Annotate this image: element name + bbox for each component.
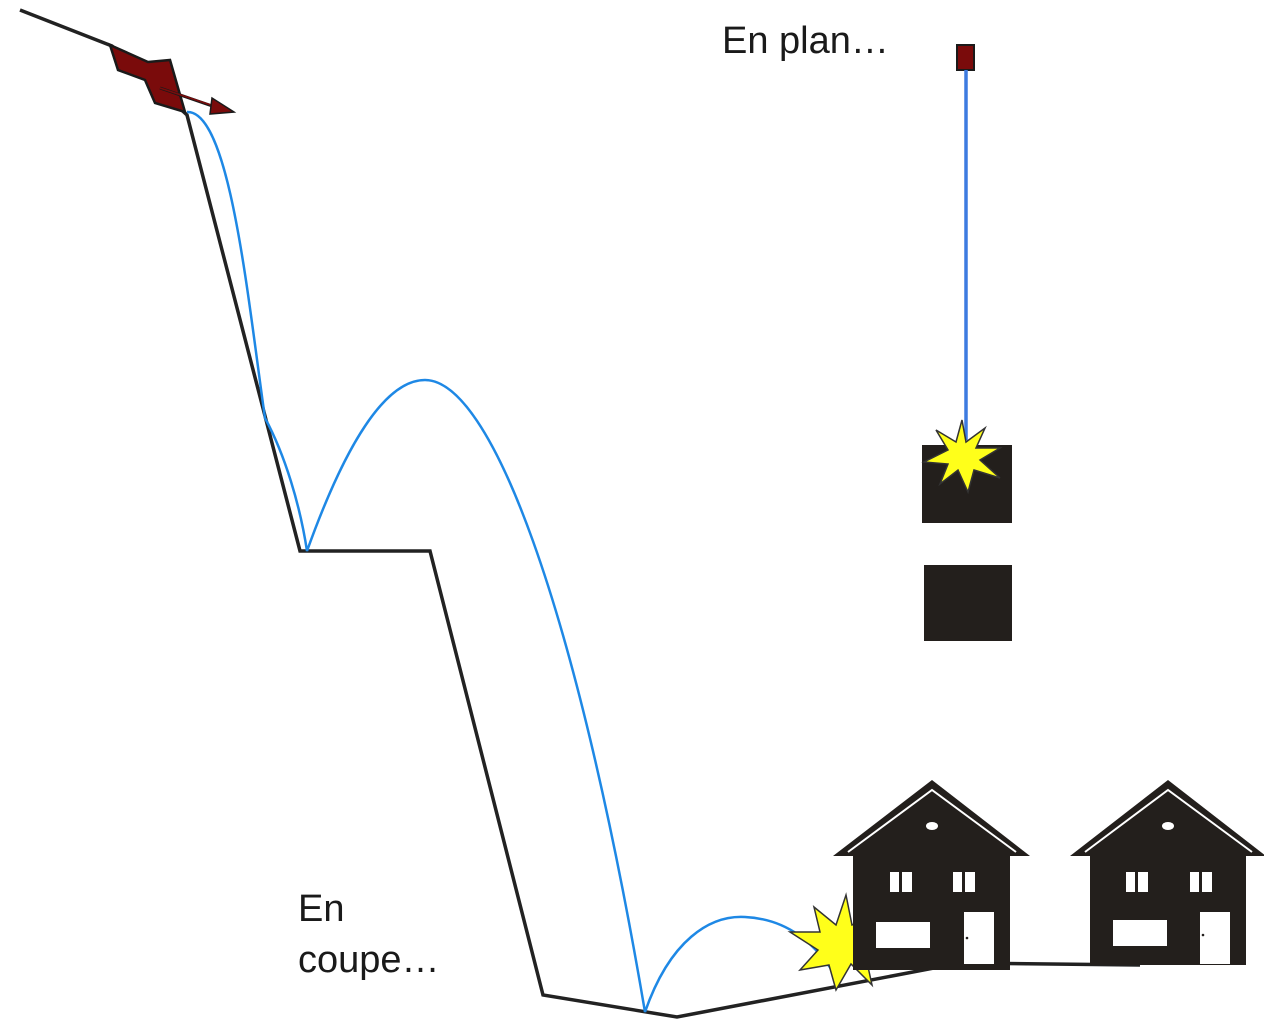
plan-rock [956,44,975,71]
rock-trajectory [186,110,842,1013]
plan-view-label: En plan… [722,20,889,62]
section-view-label-line2: coupe… [298,939,440,982]
falling-rock-icon [107,42,237,115]
house-icon [833,780,1030,970]
section-view-label: En coupe… [298,884,440,987]
plan-building-2 [924,565,1012,641]
impact-burst-icon [921,419,1003,495]
house-icon [1070,780,1264,965]
section-view-label-line1: En [298,888,345,930]
